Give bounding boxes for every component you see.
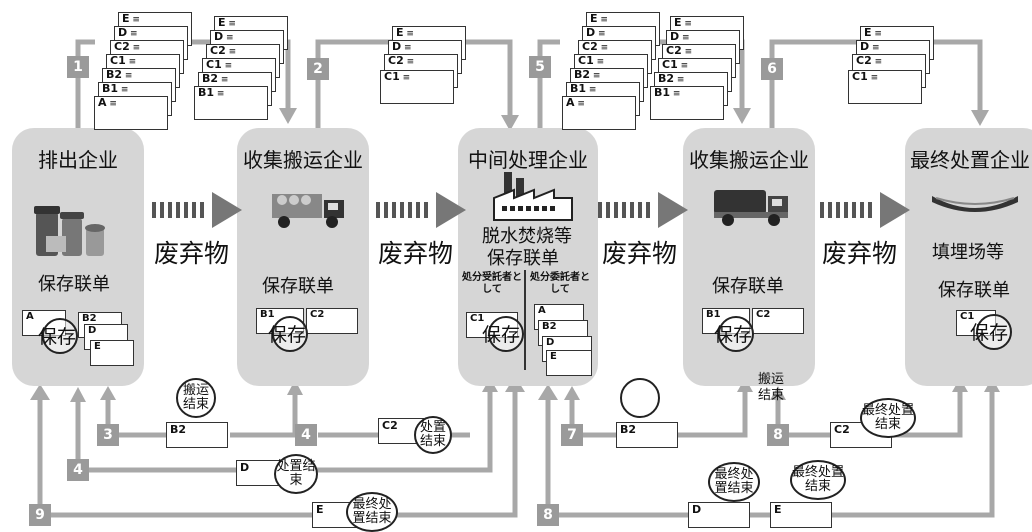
status-circle-transport-done: 搬运结束 (176, 378, 216, 418)
step-badge: 5 (529, 56, 551, 78)
step-badge: 7 (561, 424, 583, 446)
stamp-label-intermediate: 保存 (482, 320, 520, 347)
manifest-sheet: C1 (848, 70, 922, 104)
status-circle-disposal-done: 处置结束 (274, 454, 318, 494)
return-sheet: B2 (166, 422, 228, 448)
status-text-transport-done: 搬运结束 (758, 372, 788, 404)
manifest-sheet: A (562, 96, 636, 130)
step-badge: 6 (761, 58, 783, 80)
role-divider (524, 270, 526, 370)
flow-arrow-1 (152, 192, 244, 228)
manifest-label-collector-2: 保存联单 (712, 272, 784, 298)
return-sheet: D (688, 502, 750, 528)
landfill-icon (930, 192, 1020, 218)
stage-title: 收集搬运企业 (237, 144, 369, 173)
waste-label-4: 废弃物 (822, 234, 897, 270)
stage-title: 收集搬运企业 (683, 144, 815, 173)
manifest-label-final: 保存联单 (938, 276, 1010, 302)
step-badge: 8 (537, 504, 559, 526)
manifest-sheet: C2 (752, 308, 804, 334)
status-circle-final-done: 最终处置结束 (708, 462, 760, 502)
step-badge: 4 (67, 459, 89, 481)
status-circle-disposal-done: 处置结束 (414, 416, 452, 454)
stage-title: 中间处理企业 (458, 144, 598, 173)
manifest-sheet: B1 (194, 86, 268, 120)
stamp-label-collector-2: 保存 (714, 320, 752, 347)
step-badge: 1 (67, 56, 89, 78)
status-circle-final-done: 最终处置结束 (860, 398, 916, 438)
return-sheet: B2 (616, 422, 678, 448)
flow-arrow-2 (376, 192, 468, 228)
factory-icon (492, 172, 574, 222)
waste-label-1: 废弃物 (154, 234, 229, 270)
truck-icon (268, 190, 348, 230)
return-sheet: E (770, 502, 832, 528)
stage-collector-1: 收集搬运企业 (237, 128, 369, 386)
manifest-label-collector-1: 保存联单 (262, 272, 334, 298)
stage-title: 最终处置企业 (905, 144, 1032, 173)
status-circle-empty (620, 378, 660, 418)
step-badge: 2 (307, 58, 329, 80)
step-badge: 4 (295, 424, 317, 446)
step-badge: 3 (97, 424, 119, 446)
step-badge: 9 (29, 504, 51, 526)
role-label-consignee: 処分受託者として (462, 272, 522, 296)
flow-arrow-4 (820, 192, 912, 228)
manifest-label-emitter: 保存联单 (38, 270, 110, 296)
step-badge: 8 (767, 424, 789, 446)
manifest-sheet: C2 (306, 308, 358, 334)
manifest-sheet: E (546, 350, 592, 376)
stage-collector-2: 收集搬运企业 (683, 128, 815, 386)
waste-label-3: 废弃物 (602, 234, 677, 270)
stamp-label-final: 保存 (970, 318, 1008, 345)
stamp-label-collector-1: 保存 (268, 320, 306, 347)
stamp-label-emitter: 保存 (38, 322, 76, 349)
garbage-bins-icon (32, 198, 110, 262)
manifest-sheet: C1 (380, 70, 454, 104)
manifest-sheet: B1 (650, 86, 724, 120)
stage-title: 排出企业 (12, 144, 144, 173)
flow-arrow-3 (598, 192, 690, 228)
manifest-sheet: E (90, 340, 134, 366)
status-circle-final-done: 最终处置结束 (346, 492, 398, 532)
manifest-sheet: A (94, 96, 168, 130)
role-label-consignor: 処分委託者として (528, 272, 592, 296)
waste-label-2: 废弃物 (378, 234, 453, 270)
manifest-label-intermediate: 保存联单 (487, 244, 559, 270)
status-circle-final-done: 最终处置结束 (790, 460, 846, 500)
dump-truck-icon (712, 186, 792, 228)
facility-label-final: 填埋场等 (932, 238, 1004, 264)
